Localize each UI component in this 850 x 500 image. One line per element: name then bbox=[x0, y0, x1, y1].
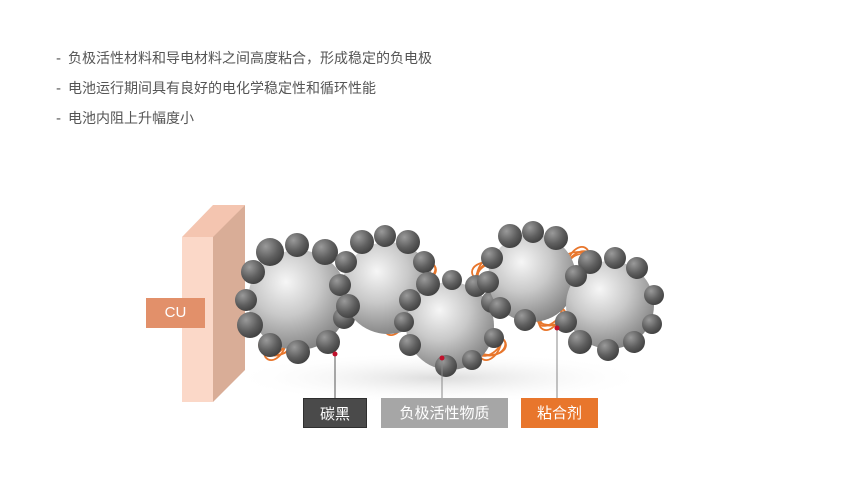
carbon-bead bbox=[489, 297, 511, 319]
carbon-bead bbox=[394, 312, 414, 332]
active-sphere bbox=[488, 234, 576, 322]
carbon-bead bbox=[350, 230, 374, 254]
carbon-bead bbox=[312, 239, 338, 265]
carbon-bead bbox=[481, 247, 503, 269]
carbon-bead bbox=[374, 225, 396, 247]
carbon-bead bbox=[316, 330, 340, 354]
carbon-bead bbox=[442, 270, 462, 290]
feature-text: 电池内阻上升幅度小 bbox=[68, 111, 194, 127]
active-pointer-dot bbox=[439, 355, 445, 361]
feature-item-1: -负极活性材料和导电材料之间高度粘合，形成稳定的负电极 bbox=[56, 46, 432, 76]
carbon-bead bbox=[241, 260, 265, 284]
feature-list: -负极活性材料和导电材料之间高度粘合，形成稳定的负电极 -电池运行期间具有良好的… bbox=[56, 46, 432, 136]
carbon-bead bbox=[644, 285, 664, 305]
carbon-bead bbox=[522, 221, 544, 243]
carbon-bead bbox=[235, 289, 257, 311]
carbon-bead bbox=[258, 333, 282, 357]
carbon-bead bbox=[477, 271, 499, 293]
feature-text: 电池运行期间具有良好的电化学稳定性和循环性能 bbox=[68, 81, 376, 97]
carbon-bead bbox=[286, 340, 310, 364]
carbon-bead bbox=[396, 230, 420, 254]
carbon-bead bbox=[568, 330, 592, 354]
carbon-bead bbox=[399, 334, 421, 356]
carbon-bead bbox=[544, 226, 568, 250]
bullet-dash: - bbox=[56, 81, 62, 97]
active-sphere bbox=[566, 261, 654, 349]
carbon-black-label: 碳黑 bbox=[303, 398, 367, 428]
feature-text: 负极活性材料和导电材料之间高度粘合，形成稳定的负电极 bbox=[68, 51, 432, 67]
feature-item-3: -电池内阻上升幅度小 bbox=[56, 106, 432, 136]
bullet-dash: - bbox=[56, 51, 62, 67]
carbon-pointer-dot bbox=[332, 351, 338, 357]
carbon-bead bbox=[435, 355, 457, 377]
carbon-bead bbox=[623, 331, 645, 353]
cu-plate-top bbox=[182, 205, 245, 237]
carbon-bead bbox=[256, 238, 284, 266]
carbon-bead bbox=[604, 247, 626, 269]
carbon-bead bbox=[335, 251, 357, 273]
active-material-label: 负极活性物质 bbox=[381, 398, 508, 428]
cu-label: CU bbox=[146, 298, 205, 328]
bullet-dash: - bbox=[56, 111, 62, 127]
active-particle bbox=[555, 247, 664, 361]
carbon-bead bbox=[416, 272, 440, 296]
binder-label: 粘合剂 bbox=[521, 398, 598, 428]
carbon-bead bbox=[329, 274, 351, 296]
carbon-bead bbox=[597, 339, 619, 361]
carbon-bead bbox=[565, 265, 587, 287]
active-particle bbox=[235, 233, 355, 364]
active-sphere bbox=[248, 250, 348, 350]
carbon-bead bbox=[514, 309, 536, 331]
callout-pointers bbox=[332, 325, 560, 398]
feature-item-2: -电池运行期间具有良好的电化学稳定性和循环性能 bbox=[56, 76, 432, 106]
carbon-bead bbox=[626, 257, 648, 279]
carbon-bead bbox=[399, 289, 421, 311]
cu-plate-side bbox=[213, 205, 245, 402]
carbon-bead bbox=[578, 250, 602, 274]
carbon-bead bbox=[413, 251, 435, 273]
carbon-bead bbox=[642, 314, 662, 334]
carbon-bead bbox=[336, 294, 360, 318]
active-sphere bbox=[406, 282, 494, 370]
cu-plate bbox=[182, 205, 245, 402]
carbon-bead bbox=[462, 350, 482, 370]
active-particle bbox=[477, 221, 576, 331]
carbon-bead bbox=[237, 312, 263, 338]
carbon-bead bbox=[285, 233, 309, 257]
carbon-bead bbox=[555, 311, 577, 333]
carbon-bead bbox=[498, 224, 522, 248]
binder-pointer-dot bbox=[554, 325, 560, 331]
carbon-bead bbox=[484, 328, 504, 348]
